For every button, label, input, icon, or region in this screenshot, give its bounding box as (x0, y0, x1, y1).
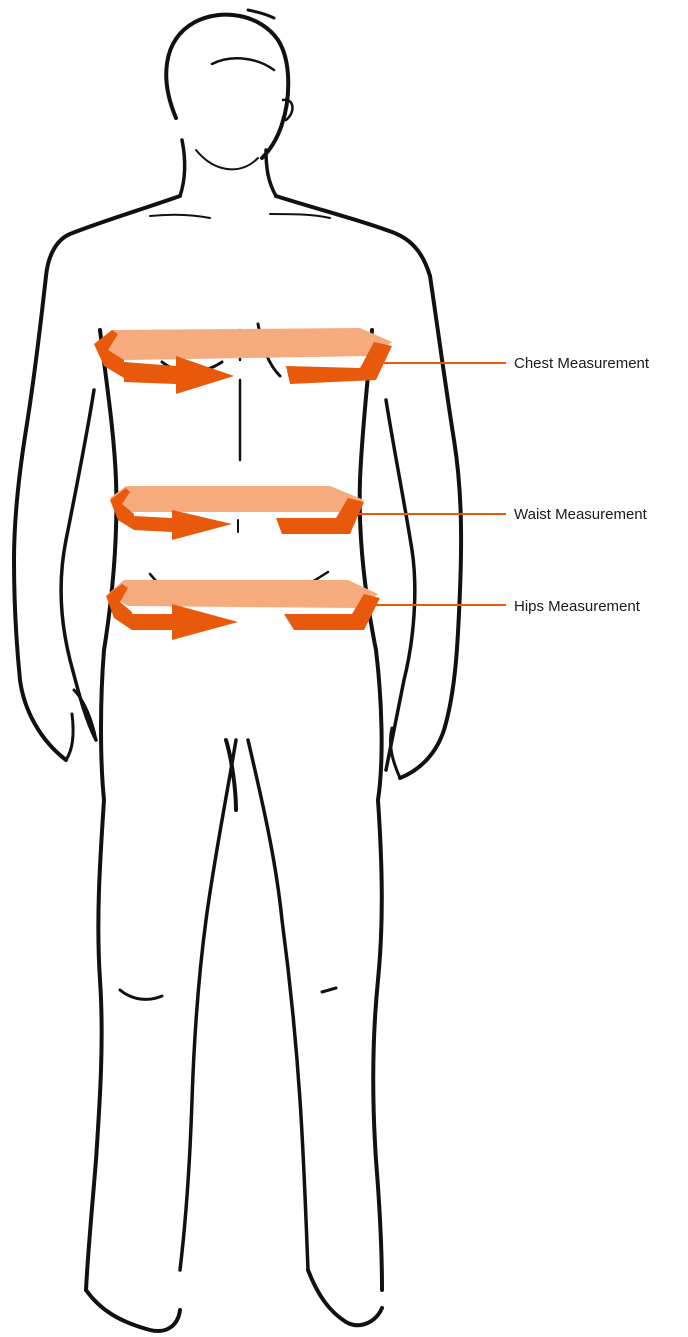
left-knee (120, 990, 162, 999)
hips-band-arrow (132, 604, 238, 640)
left-hand (66, 690, 96, 760)
hips-measurement-label: Hips Measurement (514, 598, 641, 615)
left-shoulder (46, 196, 180, 276)
chest-band-arrow (124, 356, 234, 394)
right-outer-leg (373, 800, 382, 1290)
right-inner-leg (248, 740, 308, 1270)
torso-left (100, 330, 116, 800)
chest-measurement-label: Chest Measurement (514, 355, 650, 372)
head-outline (166, 15, 288, 158)
jaw (196, 150, 258, 169)
neck-left (180, 140, 185, 196)
waist-measurement-label: Waist Measurement (514, 506, 648, 523)
left-arm-outer (14, 276, 66, 760)
chest-measurement-band (94, 328, 392, 394)
chest-band-back (96, 328, 392, 360)
torso-right (360, 330, 382, 800)
human-figure-outline (14, 10, 461, 1331)
hips-band-back (108, 580, 378, 608)
hair-strand (248, 10, 274, 18)
collarbone-right (270, 214, 330, 218)
left-inner-leg (180, 740, 236, 1270)
left-arm-inner (61, 390, 96, 740)
hips-measurement-band (106, 580, 380, 640)
right-shoulder (276, 196, 430, 276)
right-arm-inner (386, 400, 415, 770)
waist-band-arrow (134, 510, 232, 540)
left-outer-leg (86, 800, 104, 1290)
waist-band-back (110, 486, 364, 512)
collarbone-left (150, 215, 210, 218)
left-foot (86, 1290, 180, 1331)
right-knee (322, 988, 336, 992)
right-hand (390, 728, 400, 778)
right-foot (308, 1270, 382, 1325)
neck-right (266, 150, 276, 196)
hair-line (212, 58, 274, 70)
